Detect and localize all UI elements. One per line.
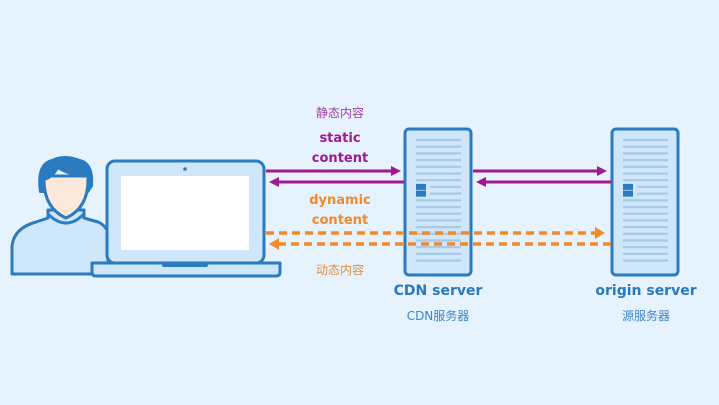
dynamic-label-line1: dynamic — [309, 193, 371, 208]
origin-server-icon — [610, 127, 680, 277]
dynamic-label-line2: content — [311, 213, 369, 228]
cdn-server-label-en: CDN server — [393, 283, 483, 299]
laptop-screen — [121, 176, 249, 250]
static-label-line1: static — [319, 131, 361, 146]
server-indicator-light — [416, 183, 426, 190]
origin-server-label-cn: 源服务器 — [621, 309, 670, 323]
server-indicator-light — [416, 190, 426, 197]
laptop-icon — [90, 159, 282, 278]
origin-server-label-en: origin server — [595, 283, 697, 299]
cdn-server-icon — [403, 127, 473, 277]
static-content-label-cn: 静态内容 — [315, 106, 364, 120]
dynamic-content-label-en: dynamic content — [280, 191, 400, 231]
static-content-label-en: static content — [285, 129, 395, 169]
server-body — [403, 127, 473, 277]
server-indicator-light — [623, 183, 633, 190]
dynamic-content-label-cn: 动态内容 — [315, 263, 364, 277]
trackpad-notch — [162, 263, 208, 267]
cdn-server-label-cn: CDN服务器 — [406, 309, 470, 323]
server-indicator-light — [623, 190, 633, 197]
user-icon — [10, 156, 110, 276]
server-body — [610, 127, 680, 277]
static-label-line2: content — [311, 151, 369, 166]
webcam-dot — [183, 167, 187, 171]
